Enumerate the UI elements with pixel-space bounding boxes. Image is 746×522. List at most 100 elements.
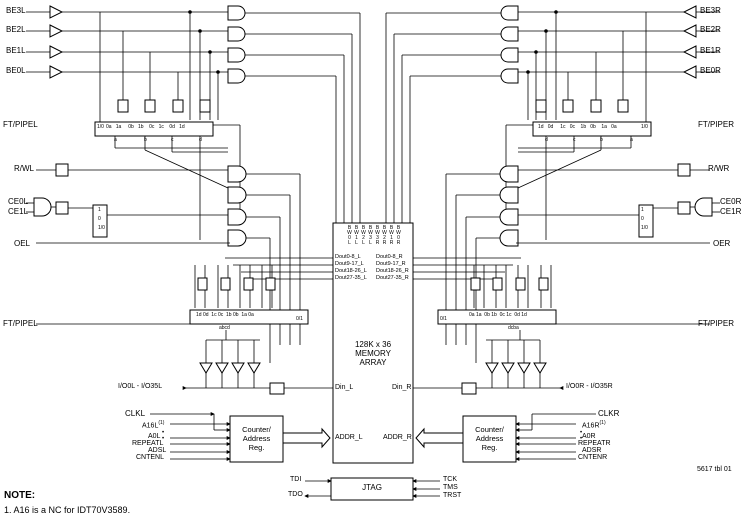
right-bottom-mux-sel: 0/1 bbox=[440, 316, 447, 322]
right-top-mux-out-b: b bbox=[600, 137, 603, 143]
memory-din-right: Din_R bbox=[392, 384, 412, 391]
right-top-mux-inputs: 1d 0d 1c 0c 1b 0b 1a 0a bbox=[538, 124, 617, 130]
left-ft-pipe-bottom-label: FT/PIPEL bbox=[3, 319, 38, 328]
right-be3-label: BE3R bbox=[700, 6, 721, 15]
right-bottom-mux-inputs: 0a 1a 0b 1b 0c 1c 0d 1d bbox=[469, 312, 527, 318]
left-bottom-mux-inputs: 1d 0d 1c 0c 1b 0b 1a 0a bbox=[196, 312, 254, 318]
note-heading: NOTE: bbox=[4, 490, 36, 501]
left-io-label: I/O0L - I/O35L bbox=[118, 383, 163, 390]
jtag-tdi-label: TDI bbox=[290, 476, 302, 483]
left-a16-label: A16L(1) bbox=[142, 420, 165, 430]
left-top-mux-out-d: d bbox=[199, 137, 202, 143]
left-ce1-label: CE1L bbox=[8, 207, 29, 216]
jtag-trst-label: TRST bbox=[443, 492, 462, 499]
left-be-buffers bbox=[26, 5, 230, 79]
right-top-mux-sel: 1/0 bbox=[641, 124, 648, 130]
right-be2-label: BE2R bbox=[700, 25, 721, 34]
left-top-mux-sel: 1/0 bbox=[97, 124, 104, 130]
left-be2-label: BE2L bbox=[6, 25, 26, 34]
left-counter-box bbox=[229, 415, 284, 463]
memory-din-left: Din_L bbox=[335, 384, 354, 391]
right-ads-label: ADSR bbox=[582, 447, 602, 454]
right-ce0-label: CE0R bbox=[720, 197, 742, 206]
right-bottom-mux-out: dcba bbox=[508, 325, 519, 331]
left-ce-logic bbox=[26, 197, 228, 238]
left-bottom-mux-out: abcd bbox=[219, 325, 230, 331]
right-be1-label: BE1R bbox=[700, 46, 721, 55]
left-ce0-label: CE0L bbox=[8, 197, 29, 206]
left-ft-pipe-top-label: FT/PIPEL bbox=[3, 120, 38, 129]
jtag-label: JTAG bbox=[362, 483, 382, 492]
memory-addr-right: ADDR_R bbox=[383, 434, 412, 441]
left-dots: •• bbox=[162, 430, 165, 442]
jtag-tms-label: TMS bbox=[443, 484, 458, 491]
left-mux-to-and bbox=[114, 124, 241, 240]
left-be3-label: BE3L bbox=[6, 6, 26, 15]
jtag-tdo-label: TDO bbox=[288, 491, 303, 498]
left-be-and-gates bbox=[227, 5, 361, 223]
left-counter-lines bbox=[150, 412, 331, 461]
left-ads-label: ADSL bbox=[148, 447, 167, 454]
left-be0-label: BE0L bbox=[6, 66, 26, 75]
memory-addr-left: ADDR_L bbox=[335, 434, 363, 441]
right-be0-label: BE0R bbox=[700, 66, 721, 75]
right-cnten-label: CNTENR bbox=[578, 454, 608, 461]
left-dout-lines bbox=[194, 257, 333, 308]
left-oe-label: OEL bbox=[14, 239, 31, 248]
right-oe-label: OER bbox=[713, 239, 731, 248]
right-ce1-label: CE1R bbox=[720, 207, 742, 216]
figure-id: 5617 tbl 01 bbox=[697, 466, 732, 473]
right-repeat-label: REPEATR bbox=[578, 440, 611, 447]
right-rw-label: R/WR bbox=[708, 164, 730, 173]
right-io-label: I/O0R - I/O35R bbox=[566, 383, 613, 390]
left-be1-label: BE1L bbox=[6, 46, 26, 55]
left-top-registers bbox=[117, 99, 211, 113]
left-cnten-label: CNTENL bbox=[136, 454, 165, 461]
right-side-mirror bbox=[385, 5, 720, 463]
left-top-mux-out-a: a bbox=[114, 137, 117, 143]
memory-array-box bbox=[332, 222, 414, 464]
left-bottom-mux bbox=[189, 309, 309, 325]
left-clk-label: CLKL bbox=[125, 409, 146, 418]
left-bottom-registers bbox=[197, 277, 276, 291]
note-text: 1. A16 is a NC for IDT70V3589. bbox=[4, 505, 131, 515]
right-ft-pipe-top-label: FT/PIPER bbox=[698, 120, 735, 129]
right-a16-label: A16R(1) bbox=[582, 420, 606, 430]
left-output-drivers bbox=[182, 330, 333, 395]
right-top-mux-out-a: a bbox=[630, 137, 633, 143]
right-ft-pipe-bottom-label: FT/PIPER bbox=[698, 319, 735, 328]
jtag-block bbox=[304, 477, 440, 501]
right-top-mux-out-d: d bbox=[545, 137, 548, 143]
right-top-mux-out-c: c bbox=[573, 137, 576, 143]
left-bottom-mux-sel: 0/1 bbox=[296, 316, 303, 322]
left-top-mux-out-b: b bbox=[144, 137, 147, 143]
right-a0-label: A0R bbox=[582, 433, 596, 440]
left-rw-label: R/WL bbox=[14, 164, 34, 173]
left-repeat-label: REPEATL bbox=[132, 440, 164, 447]
jtag-tck-label: TCK bbox=[443, 476, 457, 483]
right-clk-label: CLKR bbox=[598, 409, 620, 418]
left-a0-label: A0L bbox=[148, 433, 161, 440]
left-rw-buffer bbox=[36, 163, 228, 177]
left-top-mux-inputs: 0a 1a 0b 1b 0c 1c 0d 1d bbox=[106, 124, 185, 130]
right-dots: •• bbox=[580, 430, 583, 442]
left-top-mux-out-c: c bbox=[171, 137, 174, 143]
left-top-mux bbox=[94, 121, 214, 137]
